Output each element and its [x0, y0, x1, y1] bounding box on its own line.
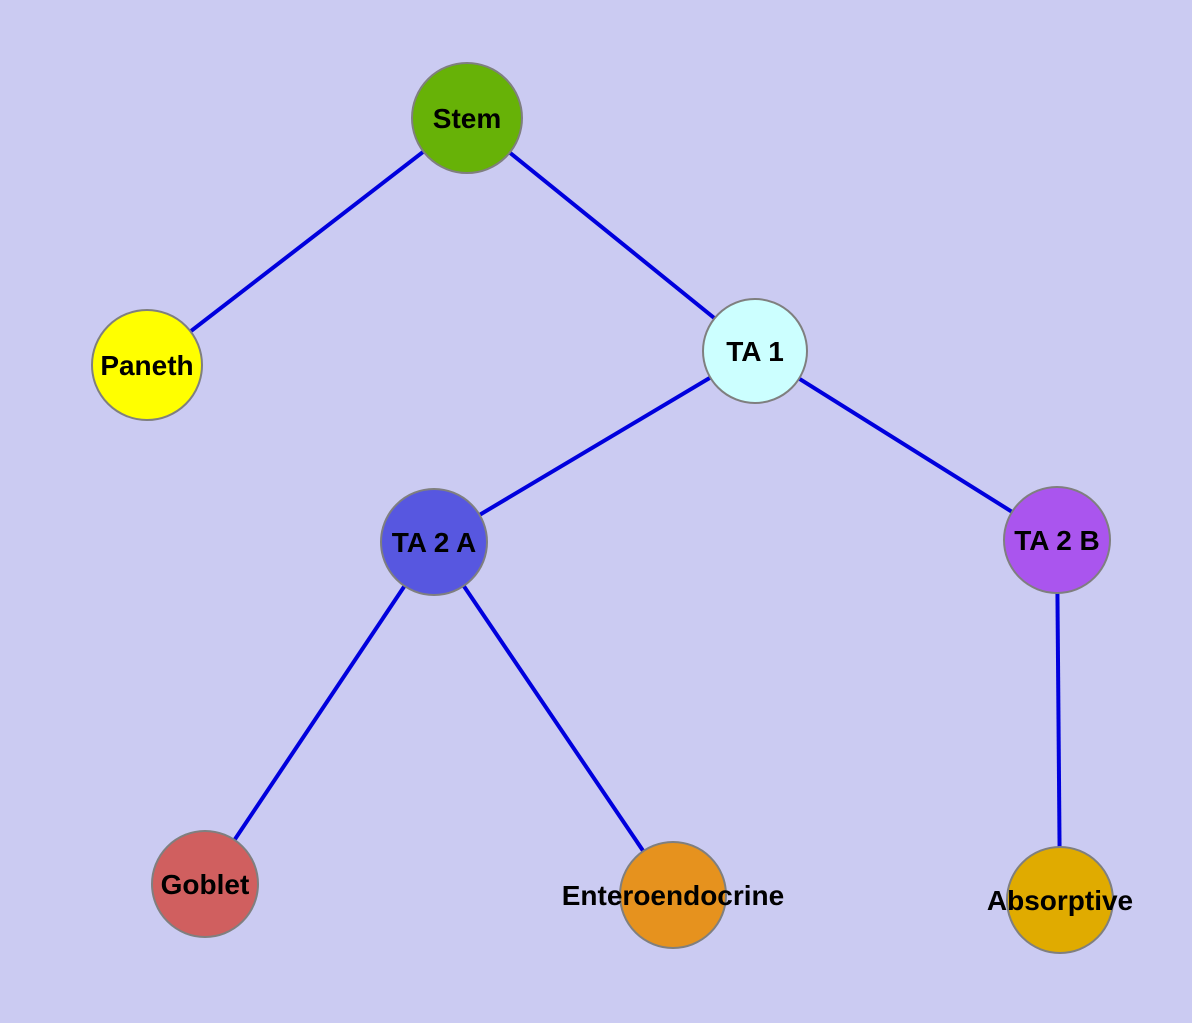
node-label-absorptive: Absorptive: [987, 885, 1133, 916]
node-goblet: Goblet: [151, 830, 259, 938]
node-circle-ta2b: [1003, 486, 1111, 594]
node-absorptive: Absorptive: [987, 846, 1133, 954]
node-label-ta2a: TA 2 A: [392, 527, 477, 558]
node-ta2b: TA 2 B: [1003, 486, 1111, 594]
node-stem: Stem: [411, 62, 523, 174]
node-circle-stem: [411, 62, 523, 174]
node-ta2a: TA 2 A: [380, 488, 488, 596]
node-circle-ta2a: [380, 488, 488, 596]
node-label-ta1: TA 1: [726, 336, 784, 367]
node-enteroendocrine: Enteroendocrine: [562, 841, 784, 949]
node-circle-goblet: [151, 830, 259, 938]
node-label-goblet: Goblet: [161, 869, 250, 900]
edge-ta2b-absorptive: [1055, 539, 1062, 901]
node-label-ta2b: TA 2 B: [1014, 525, 1100, 556]
node-label-stem: Stem: [433, 103, 501, 134]
node-label-enteroendocrine: Enteroendocrine: [562, 880, 784, 911]
node-paneth: Paneth: [91, 309, 203, 421]
edge-stem-ta1: [465, 116, 757, 353]
node-circle-ta1: [702, 298, 808, 404]
edge-ta2a-enteroendocrine: [432, 540, 675, 897]
edge-ta1-ta2a: [432, 349, 757, 544]
node-ta1: TA 1: [702, 298, 808, 404]
edge-ta2a-goblet: [203, 540, 436, 886]
node-circle-enteroendocrine: [619, 841, 727, 949]
edge-ta1-ta2b: [753, 349, 1059, 542]
node-circle-paneth: [91, 309, 203, 421]
node-label-paneth: Paneth: [100, 350, 193, 381]
node-circle-absorptive: [1006, 846, 1114, 954]
edge-stem-paneth: [145, 116, 469, 367]
